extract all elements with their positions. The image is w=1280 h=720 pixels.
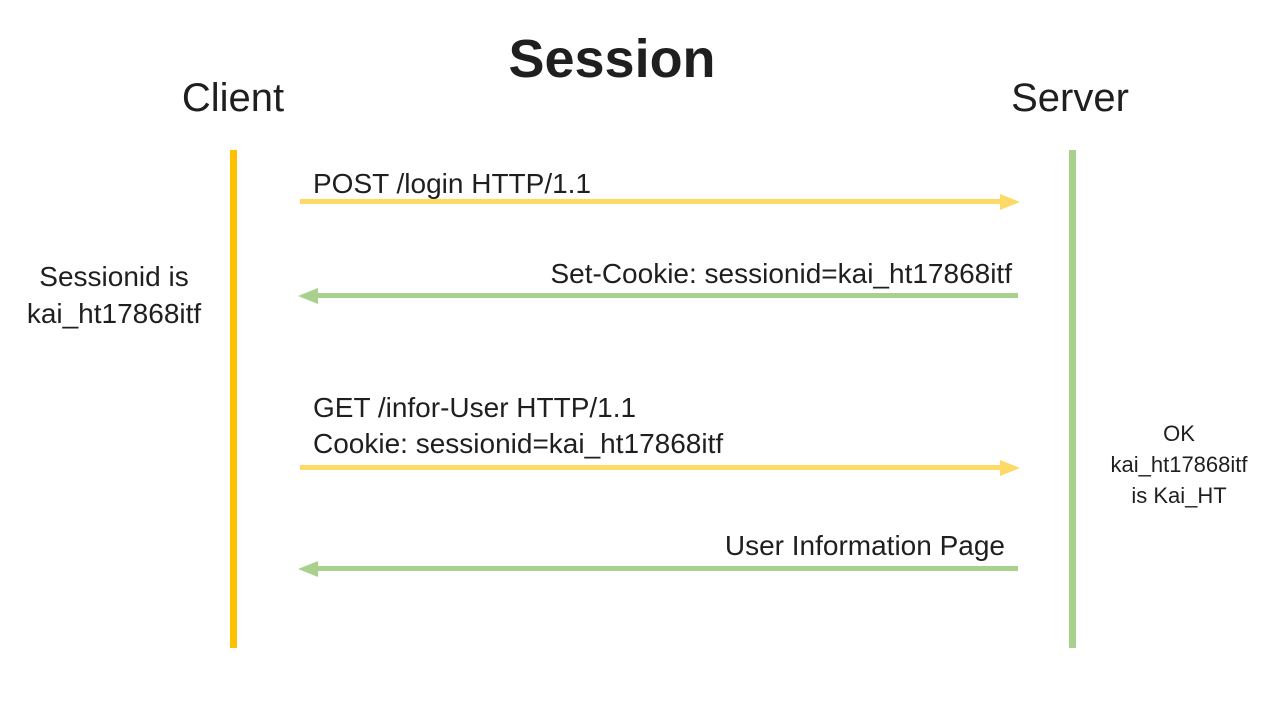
message-label-user-info-page: User Information Page <box>724 530 1005 561</box>
client-lifeline <box>230 150 237 648</box>
client-session-note: Sessionid is kai_ht17868itf <box>0 258 228 332</box>
request-arrow-line <box>300 199 1002 204</box>
message-line: GET /infor-User HTTP/1.1 <box>313 392 637 423</box>
response-arrow-line <box>316 293 1018 298</box>
note-line: is Kai_HT <box>1131 483 1227 508</box>
message-label-post-login: POST /login HTTP/1.1 <box>313 168 592 199</box>
arrow-right-icon <box>1000 460 1020 476</box>
diagram-title: Session <box>508 29 716 89</box>
message-label-set-cookie: Set-Cookie: sessionid=kai_ht17868itf <box>550 258 1012 289</box>
message-line: Cookie: sessionid=kai_ht17868itf <box>313 428 724 459</box>
message-label-get-infor: GET /infor-User HTTP/1.1 Cookie: session… <box>313 390 723 462</box>
note-line: Sessionid is <box>39 261 189 292</box>
note-line: kai_ht17868itf <box>26 298 202 329</box>
actor-label-client: Client <box>181 76 285 120</box>
response-arrow-line <box>316 566 1018 571</box>
arrow-left-icon <box>298 288 318 304</box>
server-ok-note: OK kai_ht17868itf is Kai_HT <box>1084 418 1274 511</box>
server-lifeline <box>1069 150 1076 648</box>
arrow-right-icon <box>1000 194 1020 210</box>
request-arrow-line <box>300 465 1002 470</box>
note-line: kai_ht17868itf <box>1110 452 1248 477</box>
actor-label-server: Server <box>1011 76 1129 120</box>
note-line: OK <box>1163 421 1195 446</box>
arrow-left-icon <box>298 561 318 577</box>
